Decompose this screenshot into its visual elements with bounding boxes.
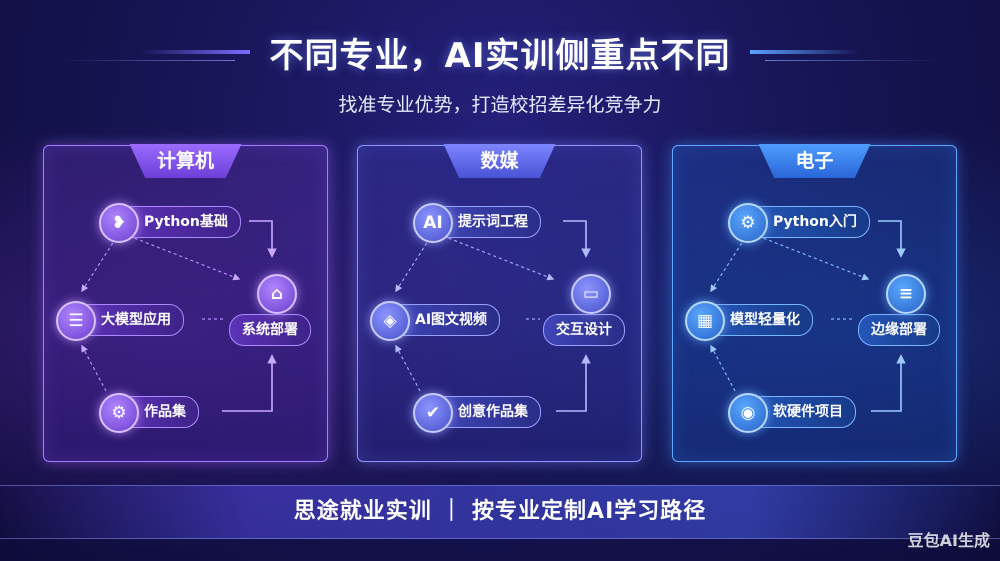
flow-connectors (81, 220, 277, 412)
graduation-cap-icon: ⌂ (257, 274, 297, 314)
connector-prompt-to-interaction (563, 220, 591, 258)
document-icon: ≡ (886, 274, 926, 314)
gear-icon: ⚙ (728, 203, 768, 243)
title-deco-line-left (60, 60, 235, 61)
panel-tab-title: 计算机 (129, 144, 242, 178)
page-title: 不同专业，AI实训侧重点不同 (269, 36, 731, 76)
panel-tab-title: 数媒 (443, 144, 556, 178)
media-icon: ◈ (370, 301, 410, 341)
connector-project-to-edge (871, 354, 906, 412)
connector-python-intro-to-lightweight-dashed (710, 237, 746, 293)
panel-computer-science: 计算机 ❥ Python基础 ☰ 大模型应用 ⚙ 作品集 ⌂ 系统部署 (43, 144, 328, 462)
connector-portfolio-to-deploy (222, 354, 277, 412)
title-deco-left (140, 50, 250, 54)
node-label: 边缘部署 (858, 314, 940, 346)
bottom-banner: 思途就业实训 ｜ 按专业定制AI学习路径 (0, 485, 1000, 539)
layers-icon: ☰ (56, 301, 96, 341)
connector-portfolio-to-llm-dashed (81, 344, 107, 392)
ai-text-icon: AI (413, 203, 453, 243)
connector-prompt-to-interaction-dashed (442, 235, 555, 281)
connector-python-intro-to-edge (878, 220, 906, 258)
page-subtitle: 找准专业优势，打造校招差异化竞争力 (338, 94, 662, 116)
node-label: 交互设计 (543, 314, 625, 346)
connector-creative-to-media-dashed (395, 344, 421, 392)
target-icon: ◉ (728, 393, 768, 433)
panel-electronics: 电子 ⚙ Python入门 ▦ 模型轻量化 ◉ 软硬件项目 ≡ 边缘部署 (672, 144, 957, 462)
panel-digital-media: 数媒 AI 提示词工程 ◈ AI图文视频 ✔ 创意作品集 ▭ 交互设计 (357, 144, 642, 462)
connector-python-to-deploy (249, 220, 277, 258)
tablet-icon: ▭ (571, 274, 611, 314)
gear-icon: ⚙ (99, 393, 139, 433)
node-label: 系统部署 (229, 314, 311, 346)
connector-python-to-llm-dashed (81, 237, 117, 293)
connector-python-to-deploy-dashed (128, 235, 241, 281)
bag-check-icon: ✔ (413, 393, 453, 433)
connector-project-to-lightweight-dashed (710, 344, 736, 392)
flow-connectors (395, 220, 591, 412)
connector-prompt-to-media-dashed (395, 237, 431, 293)
chip-icon: ▦ (685, 301, 725, 341)
connector-creative-to-interaction (556, 354, 591, 412)
watermark: 豆包AI生成 (907, 531, 990, 550)
python-leaf-icon: ❥ (99, 203, 139, 243)
connector-python-intro-to-edge-dashed (757, 235, 870, 281)
title-deco-right (750, 50, 860, 54)
title-deco-line-right (765, 60, 940, 61)
flow-connectors (710, 220, 906, 412)
panel-tab-title: 电子 (758, 144, 871, 178)
